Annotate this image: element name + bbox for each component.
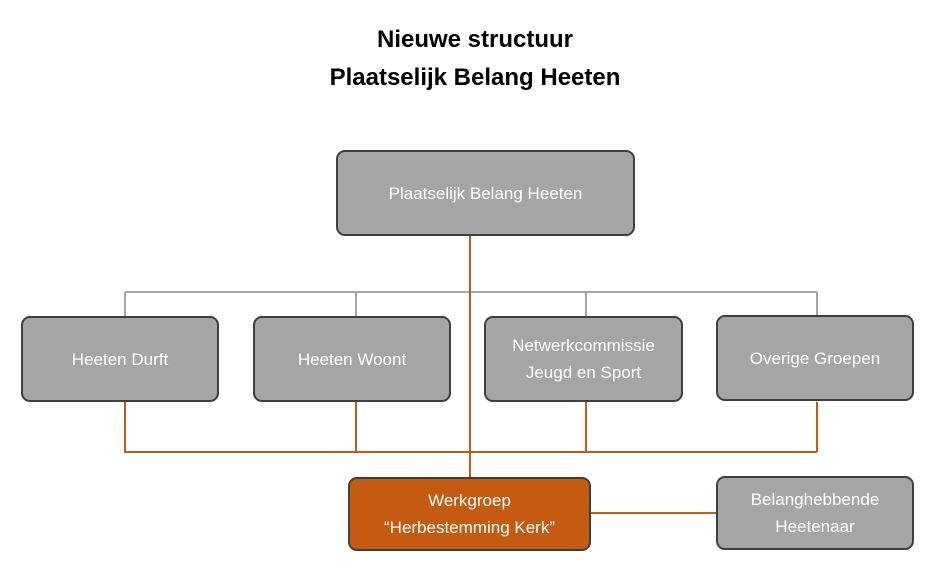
diagram-title: Nieuwe structuur: [376, 26, 574, 53]
node-heeten-woont: Heeten Woont: [253, 316, 451, 402]
orange-groups-bus: [124, 402, 818, 453]
node-werkgroep-herbestemming-kerk: Werkgroep “Herbestemming Kerk”: [348, 477, 591, 551]
diagram-subtitle: Plaatselijk Belang Heeten: [329, 64, 621, 91]
node-overige-groepen: Overige Groepen: [716, 315, 914, 401]
node-plaatselijk-belang-heeten: Plaatselijk Belang Heeten: [336, 150, 635, 236]
node-heeten-durft: Heeten Durft: [21, 316, 219, 402]
node-netwerkcommissie: Netwerkcommissie Jeugd en Sport: [484, 316, 683, 402]
node-belanghebbende-heetenaar: Belanghebbende Heetenaar: [716, 476, 914, 550]
